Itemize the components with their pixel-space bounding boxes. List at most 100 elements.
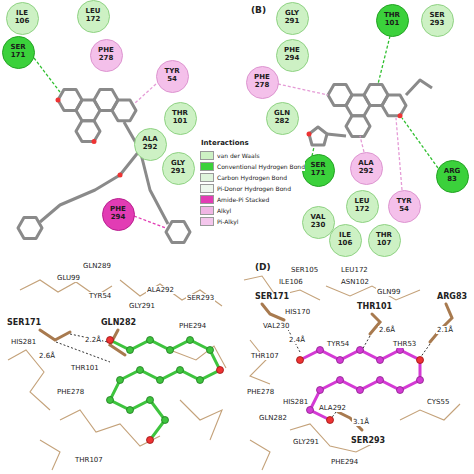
residue-label: THR101 [70,364,100,372]
legend-entry: Pi-Donor Hydrogen Bond [200,184,291,193]
residue-disc: ARG 83 [436,160,469,193]
residue-label: THR107 [74,456,104,464]
alkyl-line [396,118,402,190]
ligand-c [107,337,224,444]
residue-label: PHE278 [56,388,85,396]
residue-disc: SER 293 [421,4,454,37]
legend-swatch [200,184,214,193]
residue-name: PHE 294 [280,47,304,62]
hbond-line [378,36,390,84]
bond [327,134,346,136]
legend-entry: Carbon Hydrogen Bond [200,173,287,182]
residue-label: HIS170 [284,308,311,316]
residue-disc: PHE 294 [102,198,135,231]
atom [197,377,204,384]
residue-label: 2.6Å [38,352,56,360]
legend-text: Conventional Hydrogen Bond [217,163,305,170]
residue-disc: PHE 294 [276,39,309,72]
oxygen [327,417,334,424]
legend-swatch [200,162,214,171]
oxygen [307,132,312,137]
panel-label: (B) [250,5,267,15]
oxygen [92,139,97,144]
atom [187,337,194,344]
ligand-bonds [110,340,220,440]
residue-label: SER293 [350,436,386,445]
residue-name: VAL 230 [306,214,330,229]
atom [207,347,214,354]
residue-wire [326,286,420,300]
residue-disc: PHE 278 [90,39,123,72]
protein-wireframe [8,276,460,470]
legend-title: Interactions [200,139,250,147]
residue-name: ILE 106 [10,10,34,25]
legend-text: van der Waals [217,152,260,159]
residue-label: TYR54 [326,340,350,348]
panel-label: (D) [254,262,272,272]
residue-name: GLN 282 [270,110,294,125]
atom [147,397,154,404]
residue-disc: ALA 292 [134,128,167,161]
residue-label: 2.2Å [84,336,102,344]
ring [76,121,100,142]
residue-name: TYR 54 [160,68,184,83]
residue-label: PHE278 [246,388,275,396]
residue-label: THR107 [250,352,280,360]
distance-lines [56,322,430,420]
residue-name: SER 171 [6,44,30,59]
oxygen [118,173,123,178]
key-residues [40,304,452,430]
oxygen [217,367,224,374]
residue-label: GLN99 [376,288,401,296]
residue-label: ASN102 [340,278,370,286]
residue-label: 2.4Å [288,336,306,344]
distance-line [420,344,430,358]
residue-name: ALA 292 [354,160,378,175]
oxygen [56,98,61,103]
legend-entry: Conventional Hydrogen Bond [200,162,305,171]
residue-disc: TYR 54 [156,60,189,93]
atom [337,377,344,384]
legend-entry: van der Waals [200,151,260,160]
legend-entry: Pi-Alkyl [200,217,238,226]
residue-disc: ALA 292 [350,152,383,185]
residue-name: THR 101 [380,12,404,27]
residue-label: SER105 [290,266,319,274]
atom [317,347,324,354]
residue-label: LEU172 [340,266,369,274]
alkyl-line [134,84,156,104]
alkyl-line [278,84,328,95]
oxygen [107,337,114,344]
residue-label: PHE294 [178,322,207,330]
residue-disc: LEU 172 [77,0,110,33]
legend-swatch [200,151,214,160]
residue-disc: THR 107 [368,224,401,257]
residue-disc: SER 171 [2,36,35,69]
oxygen-atoms [297,357,424,424]
residue-wire [250,440,270,470]
legend-text: Carbon Hydrogen Bond [217,174,287,181]
residue-name: ALA 292 [138,136,162,151]
residue-label: HIS281 [282,398,309,406]
residue-label: TYR54 [88,292,112,300]
residue-name: THR 101 [168,110,192,125]
residue-name: TYR 54 [392,198,416,213]
residue-label: SER293 [186,294,215,302]
atom [307,407,314,414]
oxygen [297,357,304,364]
residue-disc: GLY 291 [162,152,195,185]
atom [157,377,164,384]
residue-wire [40,440,60,470]
residue-disc: GLN 282 [266,102,299,135]
atom [397,387,404,394]
legend-text: Pi-Alkyl [217,218,238,225]
residue-label: ARG83 [436,292,468,301]
oxygen [417,357,424,364]
atom [127,347,134,354]
hbond-line [402,118,438,168]
atom [162,417,169,424]
residue-label: ALA292 [146,286,175,294]
oxygen-atoms [307,113,403,136]
